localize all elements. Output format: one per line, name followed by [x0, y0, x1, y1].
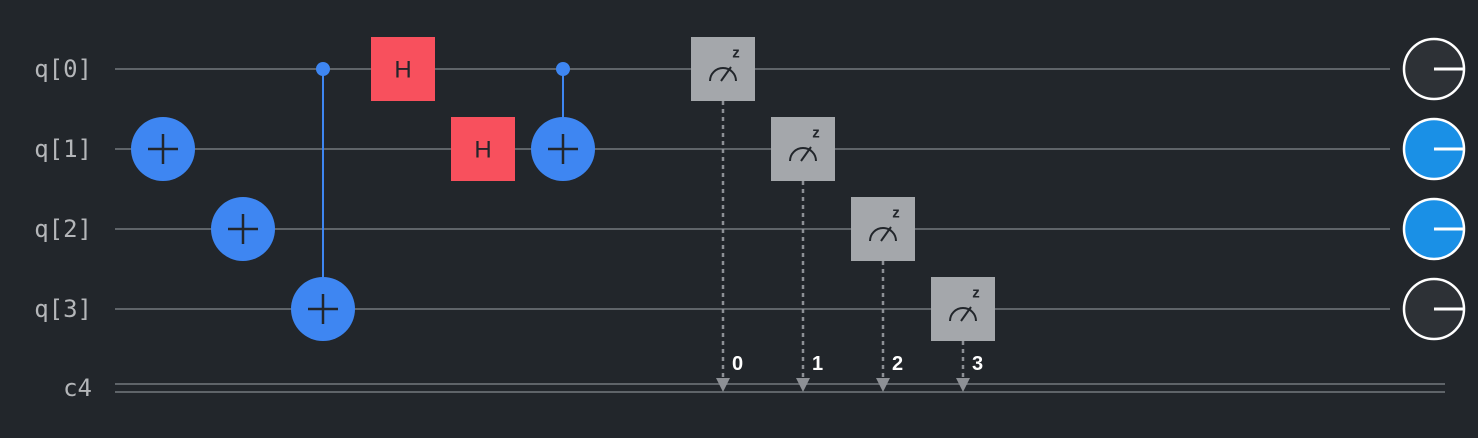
gates-layer: H Hz z z z	[131, 37, 995, 341]
wires-layer: q[0] q[1] q[2] q[3] c4	[34, 55, 1445, 402]
hadamard-box	[371, 37, 435, 101]
measure-arrow-icon	[956, 378, 970, 392]
measurement-gate: z	[851, 197, 915, 261]
cnot-control-dot	[316, 62, 330, 76]
hadamard-label: H	[394, 57, 411, 84]
measure-arrow-icon	[876, 378, 890, 392]
cnot-target	[131, 117, 195, 181]
measure-arrow-icon	[796, 378, 810, 392]
output-state-indicator	[1402, 197, 1466, 261]
measurement-gate: z	[931, 277, 995, 341]
output-state-indicator	[1402, 277, 1466, 341]
meter-needle-icon	[800, 146, 812, 162]
cnot-target	[211, 197, 275, 261]
output-state-indicator	[1402, 37, 1466, 101]
cnot-target	[531, 117, 595, 181]
qubit-label: q[1]	[34, 135, 92, 163]
qubit-label: q[3]	[34, 295, 92, 323]
cnot-target	[291, 277, 355, 341]
output-state-indicator	[1402, 117, 1466, 181]
measure-arrow-icon	[716, 378, 730, 392]
classical-bit-label: 3	[972, 353, 983, 375]
classical-bit-label: 2	[892, 353, 903, 375]
measurement-gate: z	[771, 117, 835, 181]
meter-arc-icon	[789, 147, 817, 162]
measurement-gate: z	[691, 37, 755, 101]
hadamard-gate: H	[451, 117, 515, 181]
meter-arc-icon	[869, 227, 897, 242]
qubit-label: q[0]	[34, 55, 92, 83]
hadamard-gate: H	[371, 37, 435, 101]
measurement-basis-label: z	[972, 285, 980, 302]
qubit-label: q[2]	[34, 215, 92, 243]
measurement-basis-label: z	[812, 125, 820, 142]
meter-needle-icon	[720, 66, 732, 82]
meter-arc-icon	[949, 307, 977, 322]
meter-arc-icon	[709, 67, 737, 82]
classical-bit-label: 1	[812, 353, 823, 375]
meter-needle-icon	[960, 306, 972, 322]
outputs-layer	[1402, 37, 1466, 341]
hadamard-box	[451, 117, 515, 181]
cnot-control-dot	[556, 62, 570, 76]
classical-bit-label: 0	[732, 353, 743, 375]
classical-register-label: c4	[63, 374, 92, 402]
measurement-basis-label: z	[732, 45, 740, 62]
hadamard-label: H	[474, 137, 491, 164]
measurement-basis-label: z	[892, 205, 900, 222]
meter-needle-icon	[880, 226, 892, 242]
